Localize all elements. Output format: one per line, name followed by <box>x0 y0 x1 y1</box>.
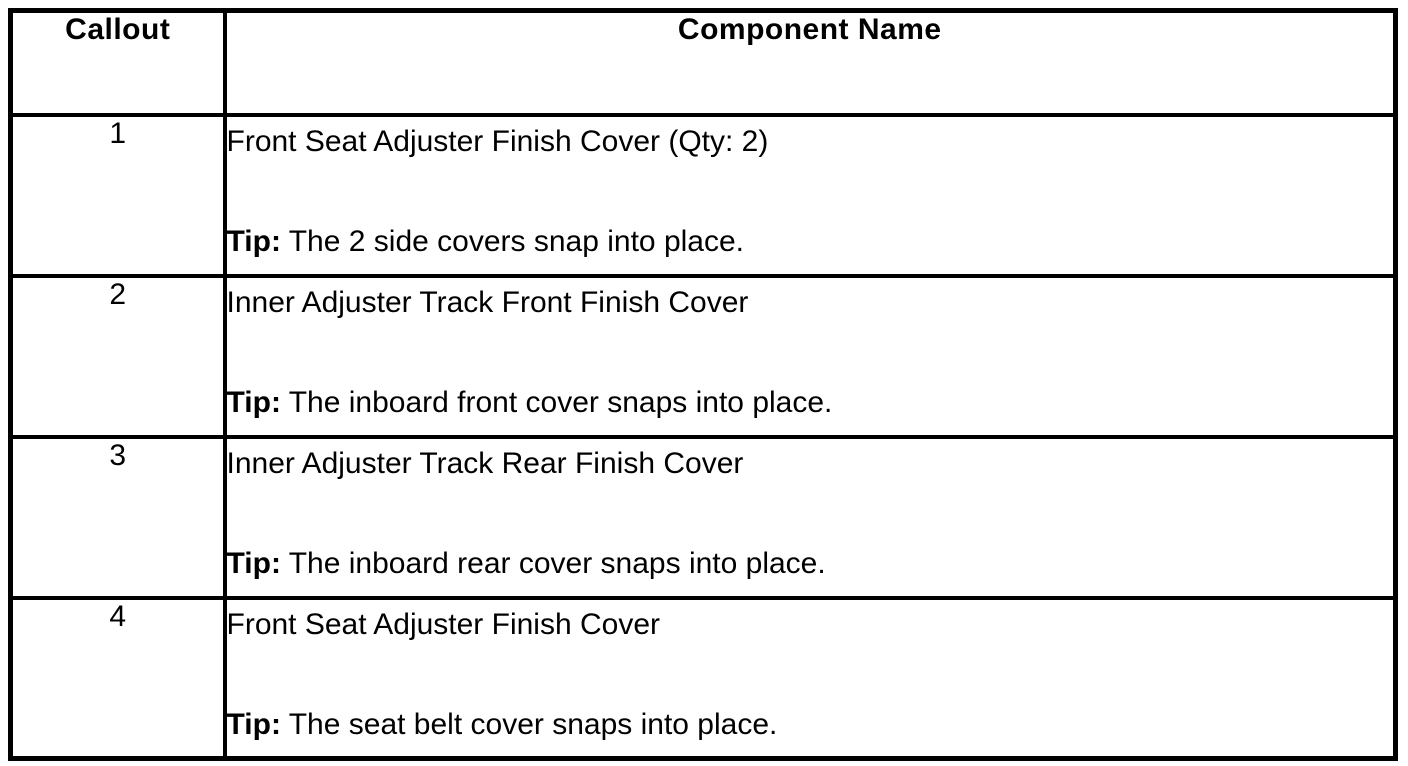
callout-number: 3 <box>8 434 227 600</box>
table-row: 1 Front Seat Adjuster Finish Cover (Qty:… <box>8 112 1398 278</box>
tip-text: The inboard front cover snaps into place… <box>288 385 833 419</box>
callout-number: 4 <box>8 595 227 761</box>
component-cell: Inner Adjuster Track Front Finish Cover … <box>222 273 1398 439</box>
tip-label: Tip: <box>226 224 281 258</box>
component-name: Inner Adjuster Track Rear Finish Cover <box>226 446 744 480</box>
tip-line: Tip: The seat belt cover snaps into plac… <box>227 700 1394 750</box>
table-row: 2 Inner Adjuster Track Front Finish Cove… <box>8 273 1398 439</box>
callout-number: 2 <box>8 273 227 439</box>
tip-text: The 2 side covers snap into place. <box>288 224 744 258</box>
component-table: Callout Component Name 1 Front Seat Adju… <box>8 8 1398 761</box>
tip-label: Tip: <box>226 707 281 741</box>
tip-line: Tip: The 2 side covers snap into place. <box>227 217 1394 267</box>
tip-label: Tip: <box>226 385 281 419</box>
component-cell: Inner Adjuster Track Rear Finish Cover T… <box>222 434 1398 600</box>
component-cell: Front Seat Adjuster Finish Cover (Qty: 2… <box>222 112 1398 278</box>
component-name: Front Seat Adjuster Finish Cover (Qty: 2… <box>226 124 769 158</box>
table-header-row: Callout Component Name <box>8 8 1398 117</box>
tip-line: Tip: The inboard front cover snaps into … <box>227 378 1394 428</box>
component-name: Front Seat Adjuster Finish Cover <box>226 607 661 641</box>
tip-line: Tip: The inboard rear cover snaps into p… <box>227 539 1394 589</box>
column-header-callout: Callout <box>8 8 227 117</box>
column-header-component-name: Component Name <box>222 8 1398 117</box>
tip-text: The seat belt cover snaps into place. <box>288 707 778 741</box>
tip-text: The inboard rear cover snaps into place. <box>288 546 826 580</box>
table-row: 4 Front Seat Adjuster Finish Cover Tip: … <box>8 595 1398 761</box>
component-cell: Front Seat Adjuster Finish Cover Tip: Th… <box>222 595 1398 761</box>
callout-number: 1 <box>8 112 227 278</box>
table-row: 3 Inner Adjuster Track Rear Finish Cover… <box>8 434 1398 600</box>
tip-label: Tip: <box>226 546 281 580</box>
component-name: Inner Adjuster Track Front Finish Cover <box>226 285 749 319</box>
